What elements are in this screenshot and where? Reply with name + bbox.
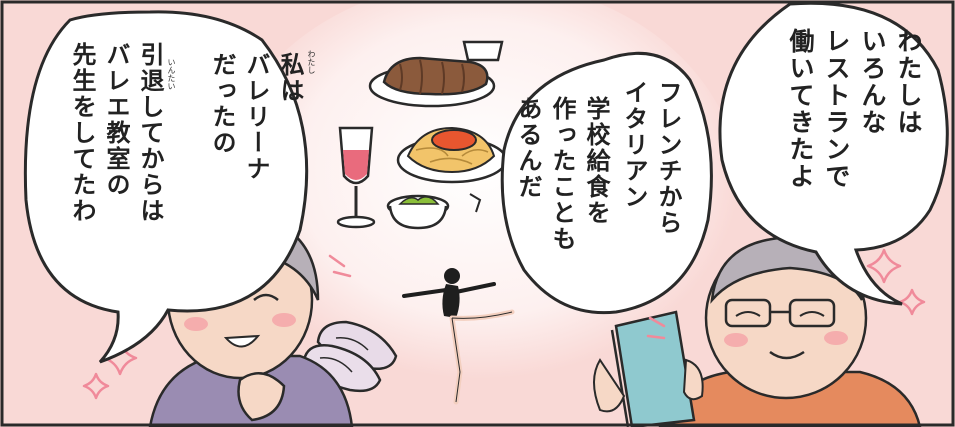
- small-bowl-icon: [462, 40, 504, 62]
- bubble-left-line-2: バレリーナ: [242, 52, 270, 182]
- ruby-watashi: わたし: [307, 50, 316, 74]
- sparkle-icon: [82, 248, 926, 400]
- bubble-left-line-3: だったの: [208, 52, 236, 156]
- speech-bubble-left: [23, 10, 309, 364]
- ruby-intai: いんたい: [167, 58, 176, 90]
- ballet-shoes-icon: [302, 320, 398, 393]
- bubble-left-line-1: 私は: [276, 52, 304, 104]
- bubble-right-line-1: わたしは: [894, 28, 923, 136]
- bubble-right-line-4: 働いてきたよ: [786, 28, 815, 190]
- bubble-middle-line-3: 学校給食を: [582, 96, 610, 226]
- emphasis-marks: [328, 254, 666, 340]
- bubble-left-line-4: 引退してからは: [136, 42, 164, 224]
- speech-bubble-right: [718, 1, 949, 306]
- bubble-right-line-2: いろんな: [858, 28, 887, 136]
- bubble-middle-line-1: フレンチから: [654, 80, 682, 236]
- ballerina-icon: [402, 268, 515, 405]
- bubble-middle-line-5: あるんだ: [514, 96, 542, 200]
- bubble-left-line-6: 先生をしてたわ: [68, 42, 96, 224]
- bubble-right-line-3: レストランで: [822, 28, 851, 190]
- wine-glass-icon: [336, 126, 376, 229]
- bubble-middle-line-2: イタリアン: [620, 80, 648, 210]
- pasta-dish-icon: [396, 126, 508, 184]
- bubble-left-line-5: バレエ教室の: [102, 42, 130, 198]
- meat-dish-icon: [368, 56, 496, 108]
- bubble-middle-line-4: 作ったことも: [548, 96, 576, 252]
- speech-bubble-middle: [500, 51, 713, 315]
- book-icon: [593, 310, 704, 427]
- salad-bowl-icon: [386, 194, 450, 230]
